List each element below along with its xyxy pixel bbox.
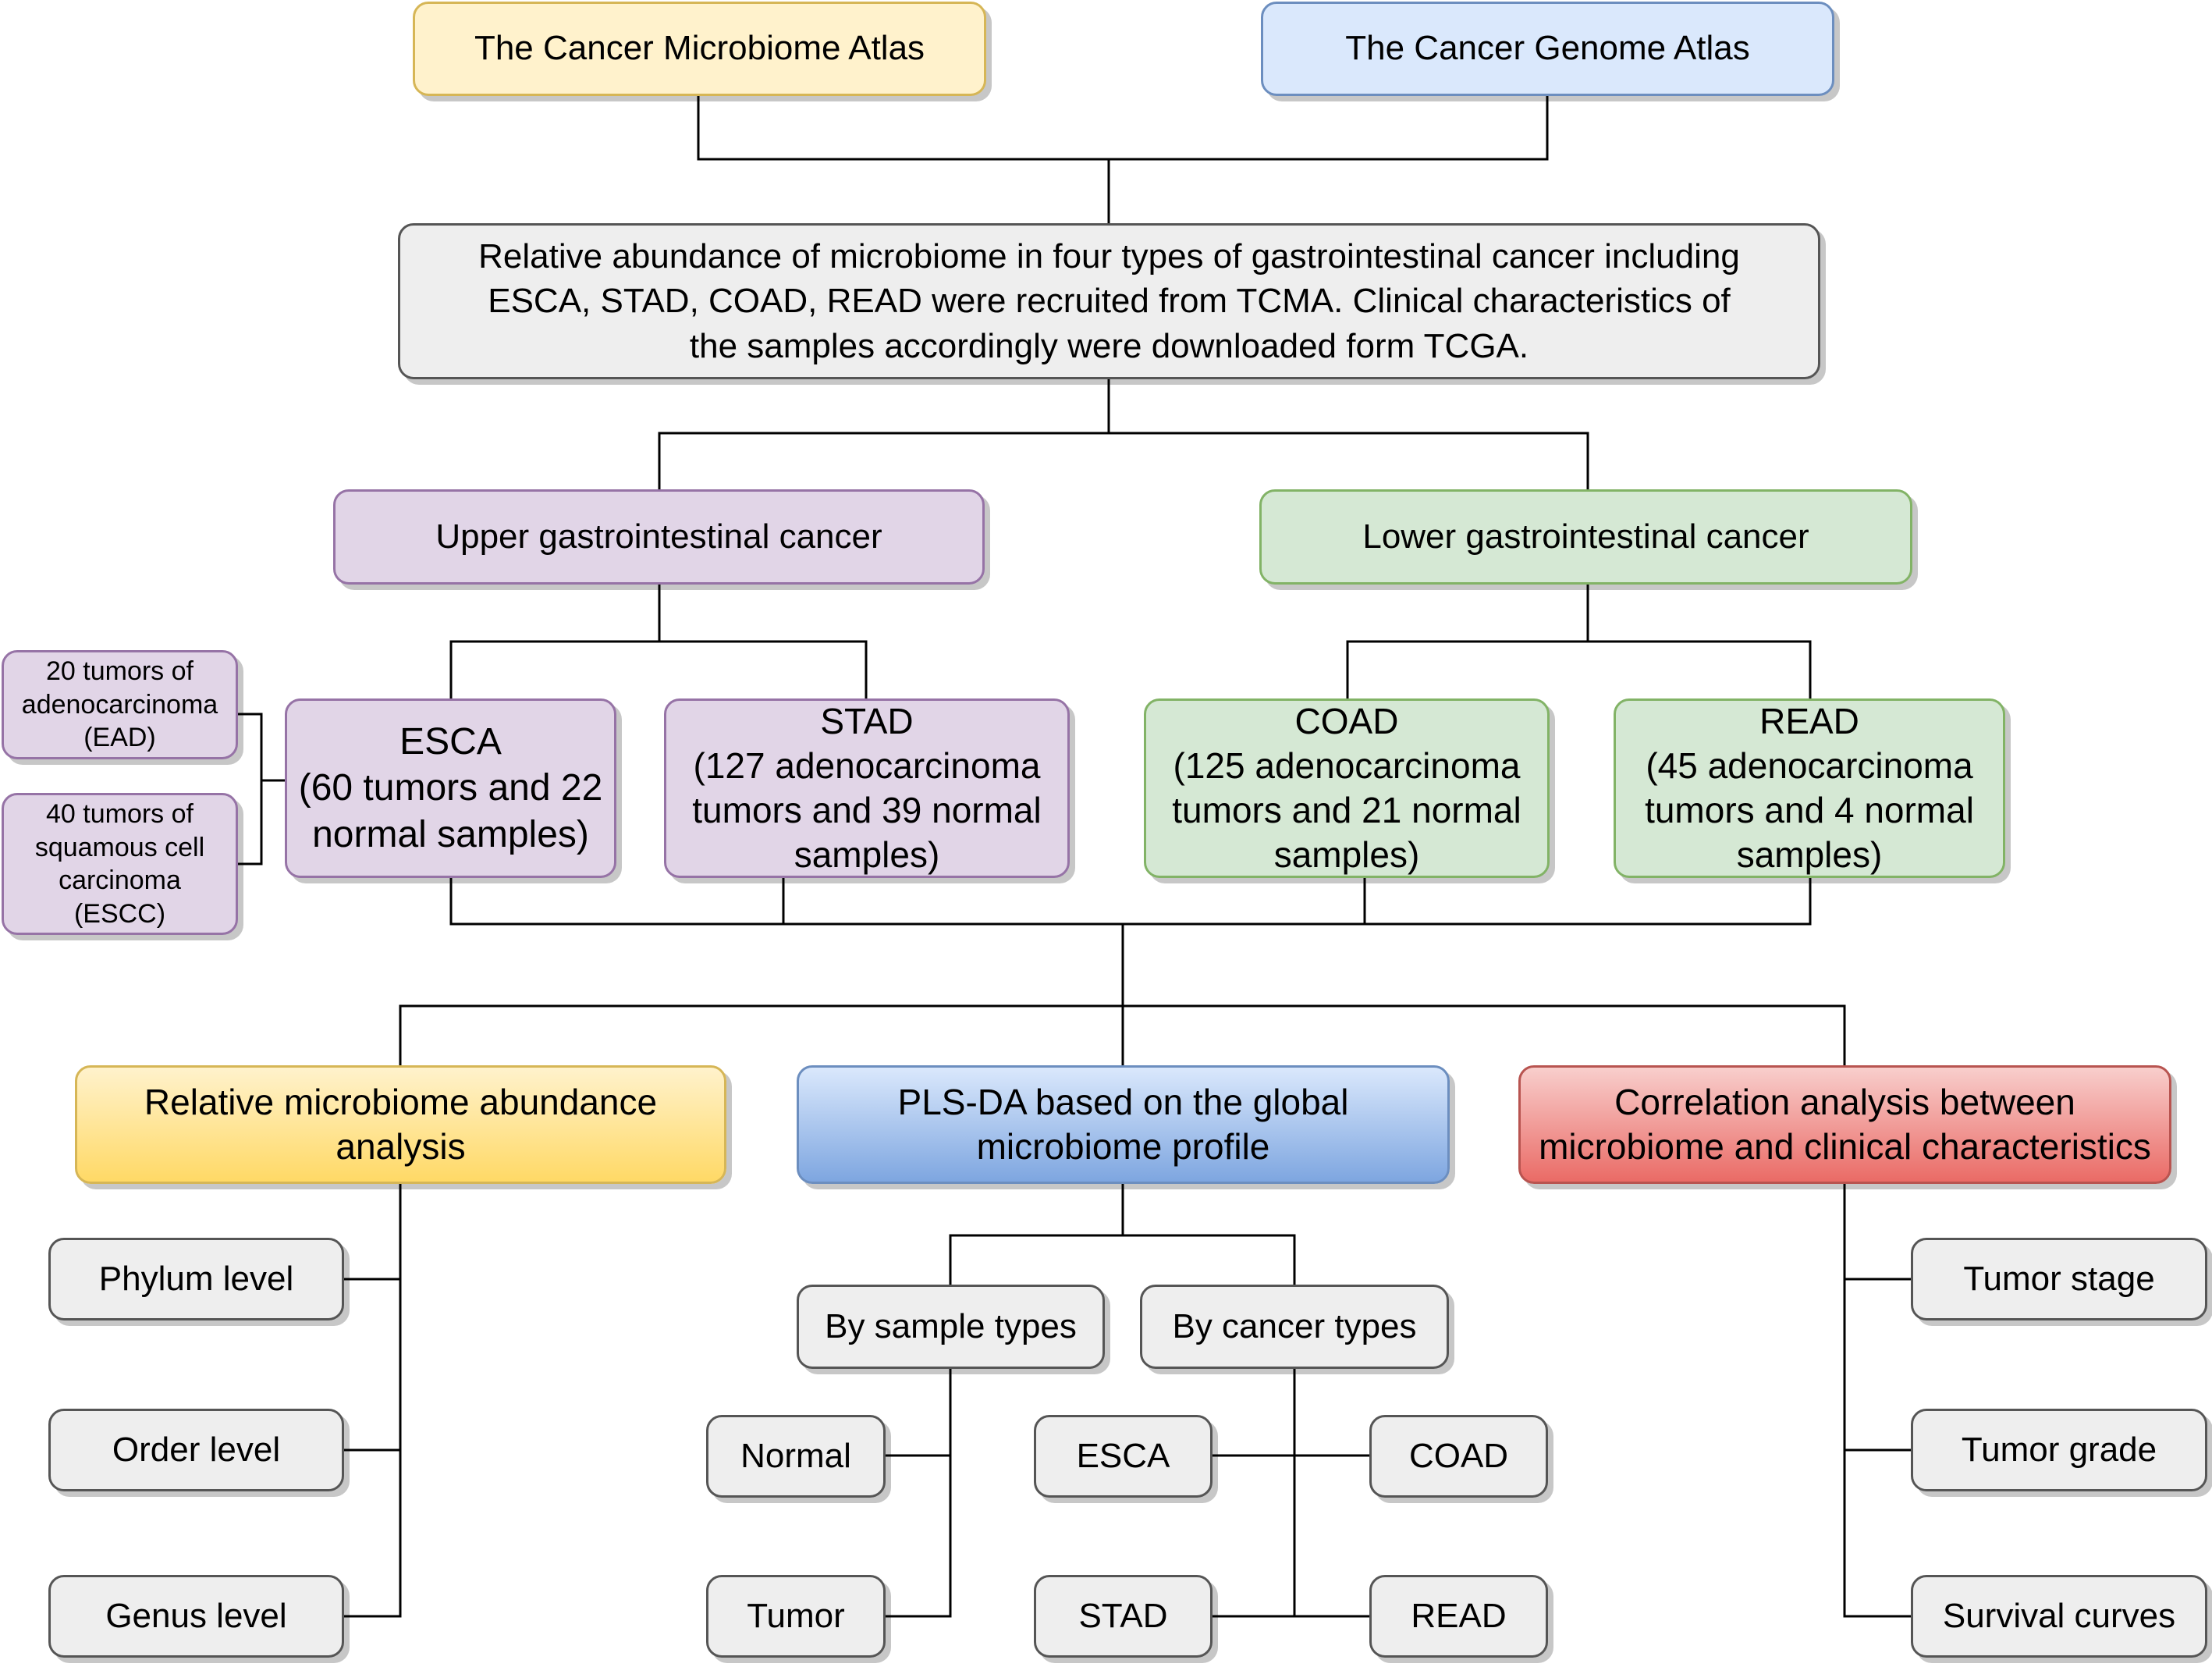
upper-gi-box: Upper gastrointestinal cancer (333, 489, 985, 585)
ead-box: 20 tumors of adenocarcinoma (EAD) (2, 650, 238, 759)
plsda-label: PLS-DA based on the global microbiome pr… (897, 1081, 1349, 1167)
lower-gi-box: Lower gastrointestinal cancer (1259, 489, 1912, 585)
coad-box: COAD (125 adenocarcinoma tumors and 21 n… (1144, 698, 1550, 878)
by-sample-types-box: By sample types (797, 1285, 1105, 1369)
summary-text: Relative abundance of microbiome in four… (478, 237, 1740, 365)
phylum-level-box: Phylum level (48, 1238, 344, 1320)
esca-leaf-box: ESCA (1034, 1415, 1213, 1498)
read-leaf-label: READ (1411, 1596, 1507, 1635)
genus-level-label: Genus level (105, 1596, 287, 1635)
summary-box: Relative abundance of microbiome in four… (398, 223, 1820, 379)
tcga-source-box: The Cancer Genome Atlas (1261, 2, 1834, 96)
tumor-stage-label: Tumor stage (1963, 1259, 2155, 1298)
lower-gi-label: Lower gastrointestinal cancer (1362, 517, 1809, 556)
order-level-box: Order level (48, 1409, 344, 1491)
tumor-stage-box: Tumor stage (1911, 1238, 2207, 1320)
by-cancer-types-label: By cancer types (1172, 1306, 1417, 1345)
upper-gi-label: Upper gastrointestinal cancer (435, 517, 882, 556)
esca-leaf-label: ESCA (1076, 1436, 1170, 1475)
tumor-grade-box: Tumor grade (1911, 1409, 2207, 1491)
tcma-source-box: The Cancer Microbiome Atlas (413, 2, 986, 96)
by-sample-types-label: By sample types (825, 1306, 1077, 1345)
phylum-level-label: Phylum level (98, 1259, 294, 1298)
read-label: READ (45 adenocarcinoma tumors and 4 nor… (1645, 700, 1974, 876)
tumor-box: Tumor (706, 1575, 886, 1658)
survival-curves-label: Survival curves (1942, 1596, 2176, 1635)
abundance-analysis-box: Relative microbiome abundance analysis (75, 1065, 726, 1184)
coad-label: COAD (125 adenocarcinoma tumors and 21 n… (1172, 700, 1521, 876)
normal-label: Normal (740, 1436, 851, 1475)
order-level-label: Order level (112, 1430, 281, 1469)
stad-box: STAD (127 adenocarcinoma tumors and 39 n… (664, 698, 1070, 878)
coad-leaf-label: COAD (1408, 1436, 1509, 1475)
escc-box: 40 tumors of squamous cell carcinoma (ES… (2, 793, 238, 935)
esca-label: ESCA (60 tumors and 22 normal samples) (298, 720, 603, 855)
genus-level-box: Genus level (48, 1575, 344, 1658)
read-box: READ (45 adenocarcinoma tumors and 4 nor… (1614, 698, 2005, 878)
read-leaf-box: READ (1369, 1575, 1548, 1658)
by-cancer-types-box: By cancer types (1140, 1285, 1449, 1369)
coad-leaf-box: COAD (1369, 1415, 1548, 1498)
escc-label: 40 tumors of squamous cell carcinoma (ES… (34, 799, 205, 929)
tumor-grade-label: Tumor grade (1961, 1430, 2157, 1469)
abundance-analysis-label: Relative microbiome abundance analysis (144, 1081, 658, 1167)
correlation-analysis-box: Correlation analysis between microbiome … (1518, 1065, 2171, 1184)
esca-box: ESCA (60 tumors and 22 normal samples) (285, 698, 616, 878)
plsda-box: PLS-DA based on the global microbiome pr… (797, 1065, 1450, 1184)
correlation-analysis-label: Correlation analysis between microbiome … (1539, 1081, 2151, 1167)
survival-curves-box: Survival curves (1911, 1575, 2207, 1658)
stad-leaf-label: STAD (1078, 1596, 1168, 1635)
tcga-label: The Cancer Genome Atlas (1345, 29, 1750, 68)
normal-box: Normal (706, 1415, 886, 1498)
tumor-label: Tumor (747, 1596, 845, 1635)
stad-leaf-box: STAD (1034, 1575, 1213, 1658)
tcma-label: The Cancer Microbiome Atlas (474, 29, 925, 68)
stad-label: STAD (127 adenocarcinoma tumors and 39 n… (692, 700, 1042, 876)
ead-label: 20 tumors of adenocarcinoma (EAD) (21, 656, 218, 753)
